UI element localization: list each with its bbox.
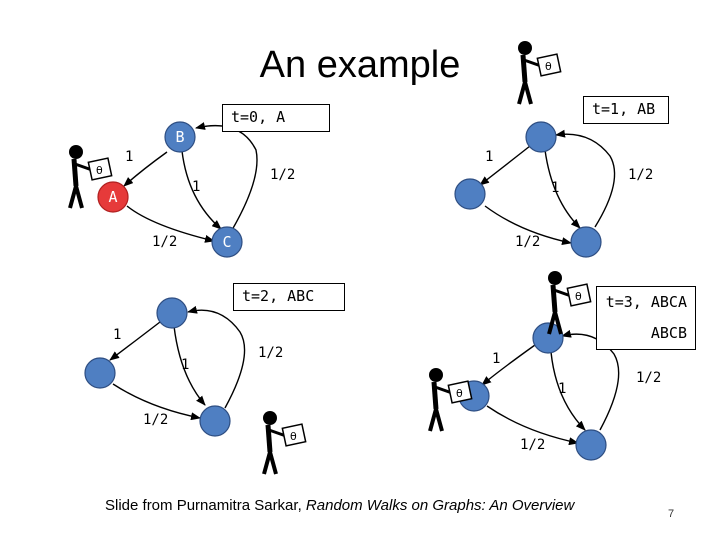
walker-figure-icon <box>518 41 561 104</box>
callout-line: ABCB <box>650 324 687 342</box>
node-c <box>211 226 243 258</box>
weight-label: 1 <box>181 357 189 373</box>
edge <box>561 329 620 431</box>
edge <box>109 321 161 361</box>
footer-reference: Random Walks on Graphs: An Overview <box>305 497 575 514</box>
node-a <box>454 178 486 210</box>
callout-line: t=3, ABCA <box>605 293 687 311</box>
slide-footer: Slide from Purnamitra Sarkar, Random Wal… <box>105 497 574 514</box>
node-c-label: C <box>222 233 231 251</box>
edge <box>555 129 616 228</box>
step-callout-t3: t=3, ABCA ABCB <box>596 286 696 350</box>
weight-label: 1/2 <box>628 167 653 183</box>
weight-label: 1/2 <box>636 370 661 386</box>
walker-figure-icon <box>429 368 472 431</box>
edge-a-to-c <box>126 205 215 243</box>
edge <box>486 405 579 446</box>
page-number: 7 <box>668 508 675 520</box>
weight-label: 1/2 <box>258 345 283 361</box>
weight-label: 1/2 <box>143 412 168 428</box>
edge-c-to-b <box>195 122 258 231</box>
weight-label: 1 <box>485 149 493 165</box>
weight-label: 1/2 <box>270 167 295 183</box>
weight-label: 1/2 <box>520 437 545 453</box>
panel-t2: 1 1 1/2 1/2 <box>84 297 306 474</box>
edge <box>481 344 536 386</box>
walker-figure-icon <box>263 411 306 474</box>
step-callout-t0: t=0, A <box>222 104 330 132</box>
weight-label: 1 <box>558 381 566 397</box>
edge <box>173 325 206 406</box>
weight-label: 1 <box>113 327 121 343</box>
node-c <box>570 226 602 258</box>
node-b <box>164 121 196 153</box>
slide-title: An example <box>259 44 461 86</box>
step-callout-t1: t=1, AB <box>583 96 669 124</box>
weight-label: 1 <box>551 180 559 196</box>
edge <box>479 145 531 186</box>
edge <box>544 149 581 229</box>
edge <box>112 383 201 421</box>
step-callout-t2: t=2, ABC <box>233 283 345 311</box>
panel-t0: B A C 1 1 1/2 1/2 <box>69 121 295 258</box>
edge <box>550 351 586 431</box>
node-a-label: A <box>108 188 117 206</box>
panel-t3: 1 1 1/2 1/2 <box>429 271 661 461</box>
edge-b-to-c <box>181 150 222 230</box>
weight-label: 1/2 <box>515 234 540 250</box>
node-b <box>156 297 188 329</box>
node-c <box>199 405 231 437</box>
node-b <box>532 322 564 354</box>
node-a <box>84 357 116 389</box>
weight-label: 1 <box>492 351 500 367</box>
weight-label: 1 <box>192 179 200 195</box>
node-b <box>525 121 557 153</box>
weight-label: 1 <box>125 149 133 165</box>
edge-b-to-a <box>123 151 168 187</box>
node-c <box>575 429 607 461</box>
node-b-label: B <box>175 128 184 146</box>
panel-t1: 1 1 1/2 1/2 <box>454 41 653 258</box>
edge <box>187 305 246 409</box>
edge <box>484 205 572 246</box>
weight-label: 1/2 <box>152 234 177 250</box>
node-a <box>97 181 129 213</box>
footer-prefix: Slide from Purnamitra Sarkar, <box>105 497 302 514</box>
